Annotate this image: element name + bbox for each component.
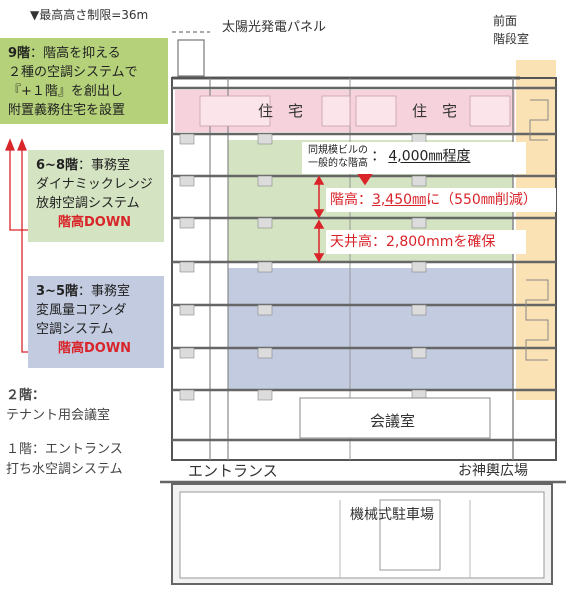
solar-panel-label: 太陽光発電パネル — [222, 20, 327, 35]
floor1-label: １階：エントランス 打ち水空調システム — [6, 442, 123, 477]
beams — [179, 133, 427, 401]
typical-height-callout: 同規模ビルの一般的な階高 ： 4,000㎜程度 — [302, 142, 526, 174]
floor9-label: 9階：階高を抑える ２種の空調システムで 『+１階』を創出し 附置義務住宅を設置 — [0, 38, 168, 124]
parking-label: 機械式駐車場 — [350, 507, 434, 523]
residence-right-label: 住 宅 — [412, 102, 458, 120]
building-outline — [171, 77, 557, 461]
floor-slabs — [160, 86, 566, 484]
stair-lines — [525, 99, 549, 361]
floor6-8-label: 6~8階：事務室 ダイナミックレンジ 放射空調システム 階高DOWN — [28, 150, 164, 242]
plaza-label: お神輿広場 — [458, 463, 528, 479]
height-limit-label: ▼最高高さ制限=36m — [30, 8, 149, 22]
meeting-room-label: 会議室 — [370, 412, 416, 430]
office-zone-3-5f — [228, 268, 513, 390]
floor3-5-label: 3~5階：事務室 変風量コアンダ 空調システム 階高DOWN — [28, 276, 164, 368]
front-stair-label: 前面階段室 — [493, 14, 530, 46]
residence-left-label: 住 宅 — [258, 102, 304, 120]
floor2-label: ２階： テナント用会議室 — [6, 388, 111, 423]
new-height-callout: 階高：3,450㎜に（550㎜削減） — [326, 188, 556, 212]
ceiling-height-callout: 天井高：2,800mmを確保 — [326, 230, 526, 254]
rooftop-structure — [177, 39, 205, 77]
entrance-label: エントランス — [188, 462, 278, 480]
